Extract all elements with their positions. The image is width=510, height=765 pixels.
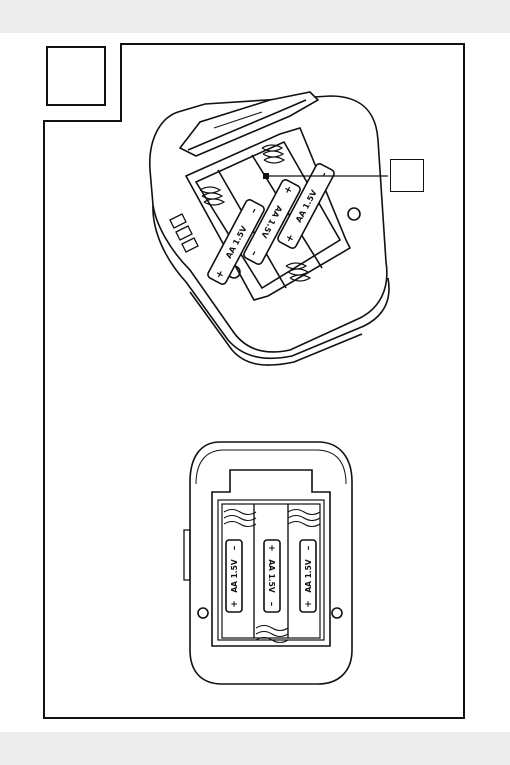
battery-bottom-3-minus: – [304,545,314,550]
device-flat-view [183,441,353,685]
battery-bottom-1 [225,539,243,613]
spring-contacts-top [199,144,312,282]
battery-bottom-3 [299,539,317,613]
side-button-flat [183,529,191,581]
battery-bottom-2 [263,539,281,613]
device-perspective-view [149,91,390,366]
side-buttons [169,213,199,253]
battery-bottom-2-plus: + [266,544,276,552]
battery-bottom-2-marking: AA 1.5V [267,559,276,593]
battery-bottom-3-plus: + [304,600,314,608]
bottom-margin-band [0,732,510,765]
figure-label-box [46,46,106,106]
battery-top-3-minus: – [318,170,330,180]
screw-hole-left [197,607,209,619]
battery-top-1-minus: – [248,206,260,216]
screw-hole [347,207,361,221]
battery-bottom-1-plus: + [230,600,240,608]
screw-hole-right [331,607,343,619]
housing-base-edge [152,204,390,360]
battery-top-2-minus: – [248,248,260,258]
battery-bottom-1-marking: AA 1.5V [230,559,239,593]
battery-top-3 [277,163,335,249]
compartment-3 [287,503,321,639]
battery-bottom-1-minus: – [230,545,240,550]
battery-top-2 [243,179,301,265]
battery-top-1 [207,199,265,285]
spring-contacts-flat [223,508,321,644]
battery-bottom-3-marking: AA 1.5V [304,559,313,593]
battery-bottom-2-minus: – [266,602,276,607]
callout-label-box [390,159,424,192]
top-margin-band [0,0,510,33]
